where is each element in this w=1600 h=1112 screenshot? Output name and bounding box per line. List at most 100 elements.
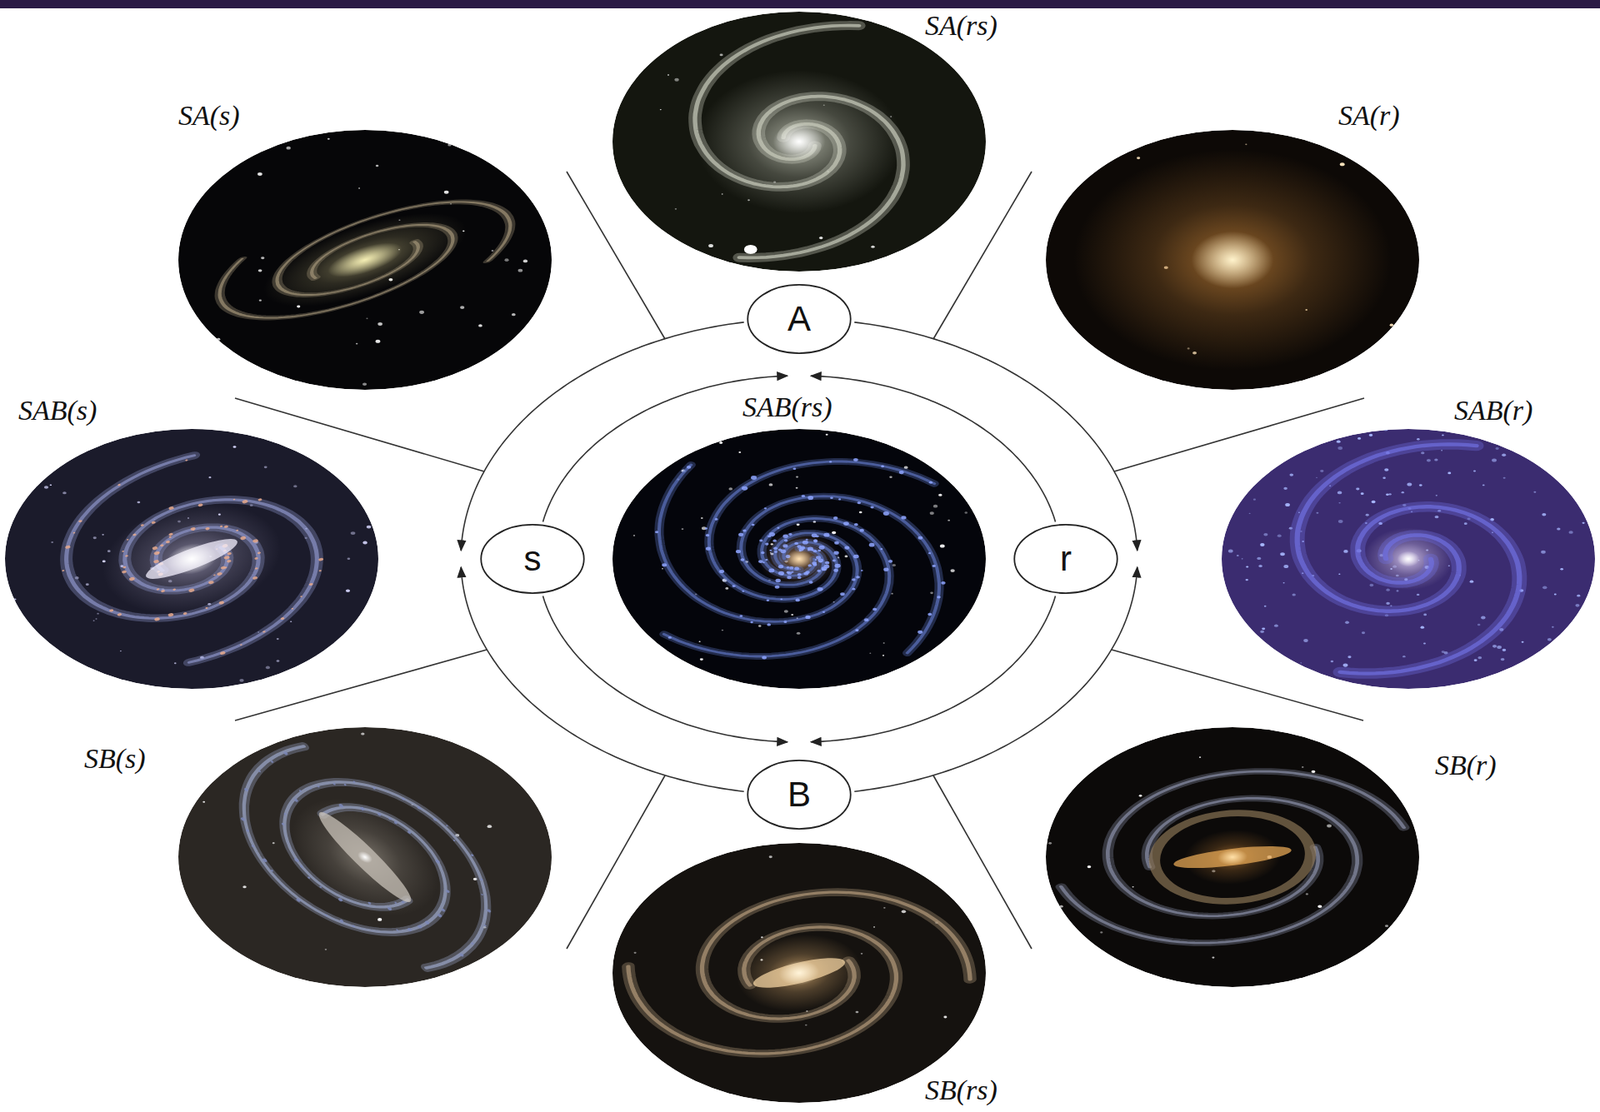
star-dot [347, 558, 351, 560]
star-dot [661, 568, 664, 570]
star-knot [393, 820, 399, 825]
star-dot [268, 983, 273, 986]
star-knot [782, 544, 788, 548]
star-dot [642, 473, 647, 477]
star-knot [261, 858, 269, 864]
star-knot [813, 550, 818, 553]
star-knot [772, 540, 776, 543]
star-dot [805, 1025, 808, 1027]
star-dot [1582, 654, 1585, 656]
star-dot [1337, 491, 1342, 495]
star-knot [758, 560, 764, 564]
spiral-arm [621, 906, 924, 1082]
star-dot [531, 148, 537, 152]
star-knot [116, 613, 123, 618]
top-bar [0, 0, 1600, 9]
star-dot [1255, 459, 1259, 462]
star-knot [869, 543, 875, 548]
star-knot [435, 859, 441, 865]
galaxy-body [612, 865, 986, 1082]
spiral-arm [193, 736, 480, 959]
star-dot [518, 269, 524, 273]
star-knot [480, 894, 484, 897]
star-knot [731, 585, 735, 588]
class-label: SAB(rs) [742, 391, 833, 424]
star-knot [219, 525, 223, 528]
spiral-arm [200, 193, 472, 342]
star-dot [1480, 616, 1486, 620]
star-dot [93, 620, 95, 621]
star-knot [337, 897, 344, 902]
star-knot [774, 550, 778, 554]
star-dot [366, 525, 372, 530]
star-knot [786, 571, 790, 575]
star-dot [1087, 865, 1092, 869]
star-knot [805, 615, 810, 620]
star-knot [705, 534, 710, 537]
galaxy-bar [140, 532, 245, 585]
star-knot [295, 898, 302, 903]
star-knot [235, 529, 240, 532]
star-dot [939, 645, 941, 647]
star-dot [1500, 658, 1505, 661]
star-knot [769, 550, 772, 552]
star-dot [1289, 473, 1294, 476]
star-knot [833, 551, 839, 555]
star-dot [1554, 593, 1557, 595]
spiral-arm [1090, 754, 1420, 929]
circle-shape [1014, 525, 1117, 594]
star-dot [681, 528, 685, 530]
star-knot [371, 786, 376, 790]
star-dot [1492, 645, 1497, 649]
star-dot [784, 610, 789, 614]
star-knot [801, 495, 805, 498]
star-dot [50, 484, 52, 486]
star-knot [298, 790, 302, 793]
galaxy-background [1045, 130, 1420, 390]
star-dot [1423, 614, 1427, 617]
star-knot [765, 559, 768, 561]
star-dot [1385, 602, 1390, 605]
star-knot [786, 566, 790, 570]
star-dot [1383, 429, 1388, 431]
star-dot [1283, 582, 1285, 584]
star-dot [1260, 630, 1265, 634]
star-knot [857, 501, 861, 505]
star-knot [835, 564, 841, 569]
star-dot [1258, 680, 1262, 683]
star-knot [240, 817, 246, 823]
star-knot [452, 840, 456, 843]
galaxy-background [612, 11, 986, 272]
star-dot [1261, 627, 1265, 630]
star-knot [257, 498, 263, 502]
star-knot [254, 567, 259, 570]
galaxy-core [1191, 231, 1275, 290]
star-dot [62, 491, 67, 495]
star-knot [459, 953, 465, 958]
star-dot [930, 511, 935, 515]
spiral-arm [1090, 754, 1420, 929]
axis-circle: A [746, 284, 852, 355]
star-knot [215, 571, 223, 576]
star-knot [300, 595, 304, 598]
star-dot [633, 535, 635, 536]
star-knot [150, 520, 157, 525]
star-knot [860, 529, 865, 533]
star-knot [243, 788, 250, 793]
star-dot [915, 670, 920, 674]
star-knot [932, 565, 936, 568]
star-knot [280, 617, 285, 621]
star-dot [1440, 450, 1443, 451]
star-dot [1256, 557, 1261, 560]
star-dot [1426, 459, 1431, 463]
star-dot [1139, 795, 1143, 798]
star-dot [634, 952, 637, 955]
star-dot [5, 522, 10, 525]
star-knot [817, 550, 821, 553]
star-knot [283, 813, 287, 816]
star-dot [1098, 386, 1103, 390]
star-dot [1406, 482, 1412, 486]
star-knot [309, 787, 312, 790]
spiral-arm [90, 475, 363, 665]
star-knot [929, 481, 933, 485]
